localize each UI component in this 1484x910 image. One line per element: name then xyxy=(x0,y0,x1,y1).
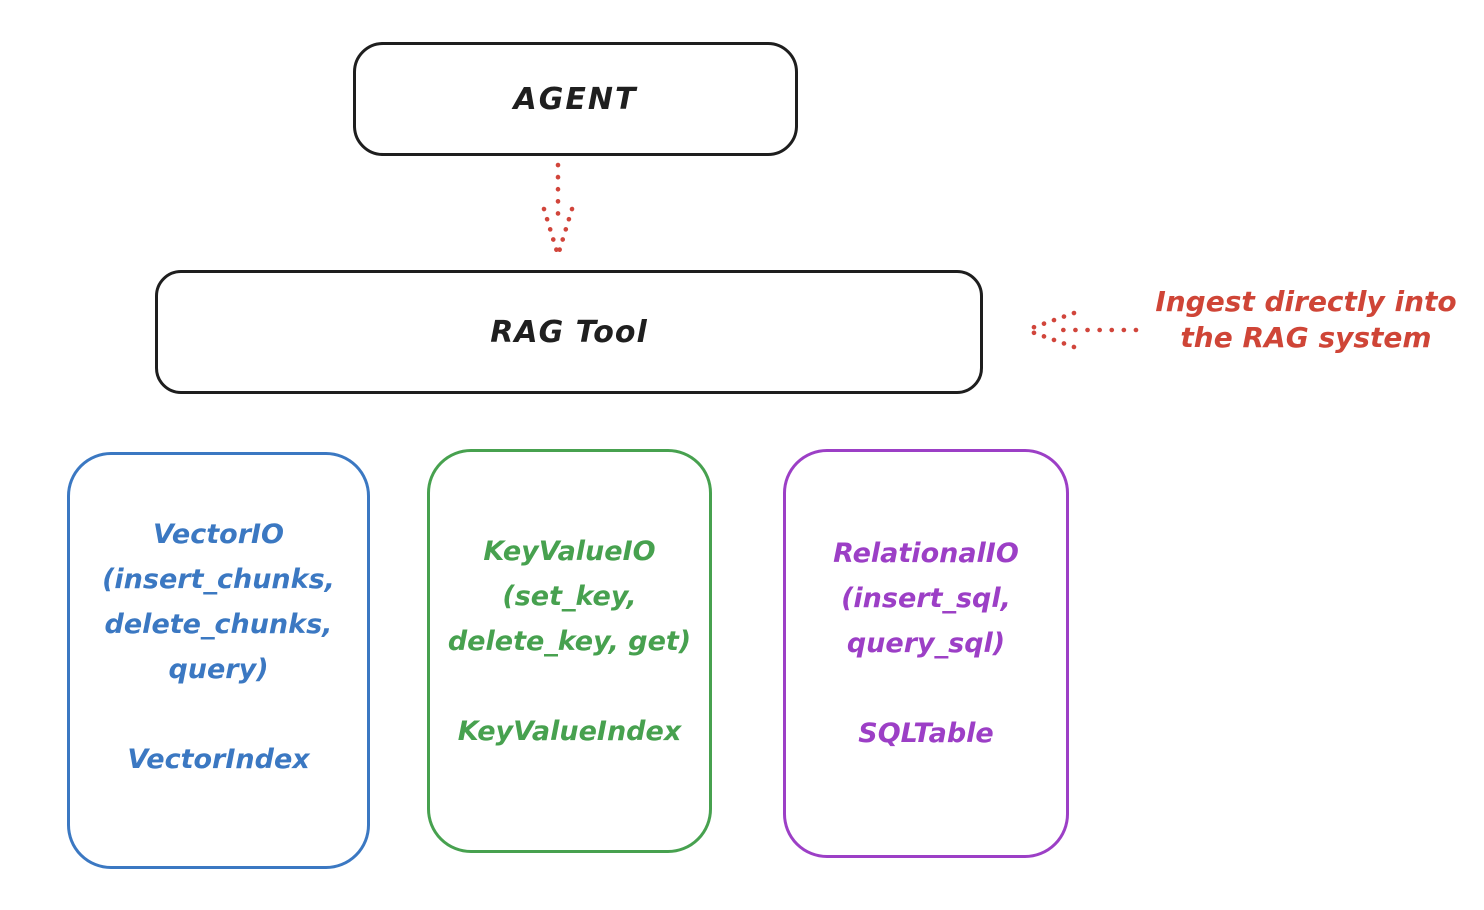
keyvalue-io-params-line2: delete_key, get) xyxy=(447,625,692,657)
vector-io-node: VectorIO (insert_chunks, delete_chunks, … xyxy=(67,452,370,869)
agent-node: AGENT xyxy=(353,42,798,156)
vector-io-params-line3: query) xyxy=(168,653,269,685)
relational-io-text: RelationalIO (insert_sql, query_sql) SQL… xyxy=(833,531,1019,756)
ingest-annotation-line1: Ingest directly into xyxy=(1155,285,1457,318)
vector-io-text: VectorIO (insert_chunks, delete_chunks, … xyxy=(102,512,335,782)
relational-io-title: RelationalIO xyxy=(833,538,1019,569)
sql-table-label: SQLTable xyxy=(858,718,994,749)
ingest-annotation: Ingest directly into the RAG system xyxy=(1138,284,1474,356)
keyvalue-index-label: KeyValueIndex xyxy=(457,715,682,747)
keyvalue-io-node: KeyValueIO (set_key, delete_key, get) Ke… xyxy=(427,449,712,853)
keyvalue-io-params-line1: (set_key, xyxy=(502,580,637,612)
annotation-to-rag-dotted-arrow xyxy=(1023,310,1139,350)
keyvalue-io-title: KeyValueIO xyxy=(483,535,656,567)
relational-io-params-line2: query_sql) xyxy=(846,628,1006,659)
vector-io-title: VectorIO xyxy=(152,518,285,550)
ingest-annotation-line2: the RAG system xyxy=(1180,321,1432,354)
keyvalue-io-text: KeyValueIO (set_key, delete_key, get) Ke… xyxy=(448,529,691,754)
relational-io-node: RelationalIO (insert_sql, query_sql) SQL… xyxy=(783,449,1069,858)
vector-index-label: VectorIndex xyxy=(127,743,310,775)
agent-to-rag-dotted-arrow xyxy=(541,162,575,258)
relational-io-params-line1: (insert_sql, xyxy=(841,583,1011,614)
rag-tool-node-label: RAG Tool xyxy=(490,314,648,350)
agent-node-label: AGENT xyxy=(513,81,638,117)
rag-tool-node: RAG Tool xyxy=(155,270,983,394)
vector-io-params-line2: delete_chunks, xyxy=(104,608,333,640)
vector-io-params-line1: (insert_chunks, xyxy=(102,563,335,595)
